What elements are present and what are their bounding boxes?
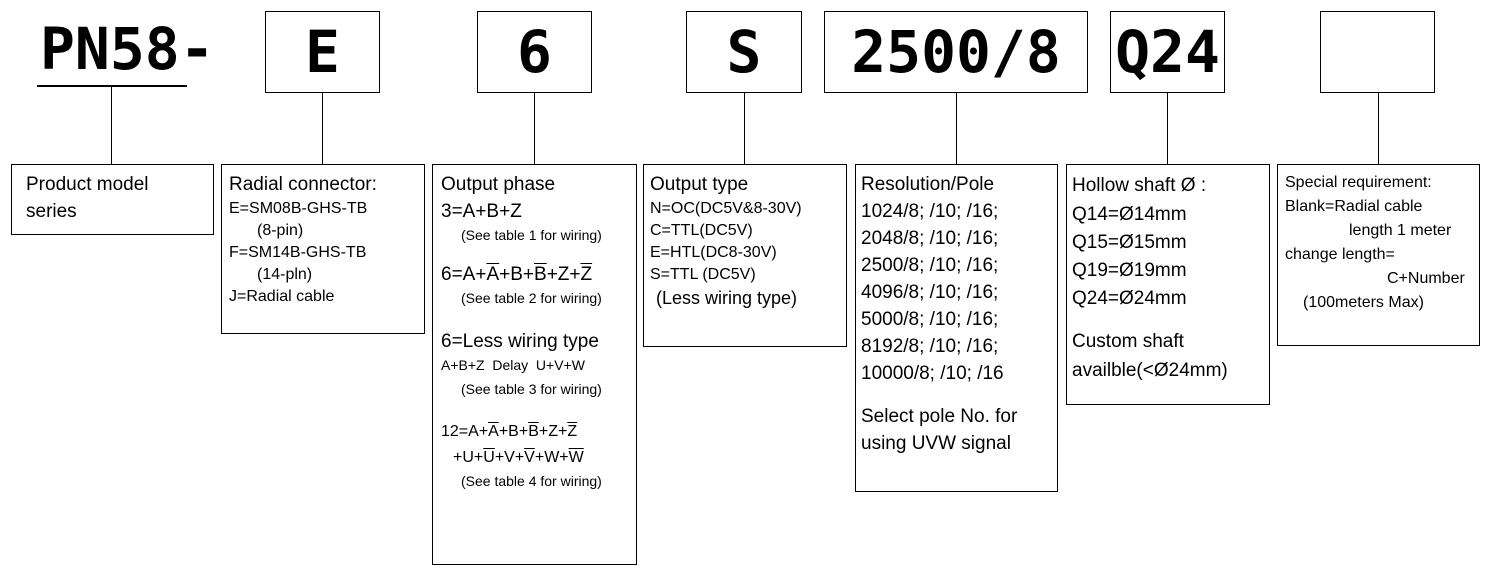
- resolution-item: 10000/8; /10; /16: [861, 363, 1004, 384]
- shaft-item: Q19=Ø19mm: [1072, 260, 1187, 281]
- connector-j: J=Radial cable: [229, 288, 335, 305]
- phase-note2: (See table 2 for wiring): [461, 290, 602, 306]
- phase-opt6: 6=A+A+B+B+Z+Z: [441, 264, 593, 285]
- special-change: change length=: [1285, 246, 1395, 263]
- phase-note1: (See table 1 for wiring): [461, 227, 602, 243]
- connector-line-resolution: [956, 93, 957, 164]
- resolution-box: Resolution/Pole 1024/8; /10; /16; 2048/8…: [855, 164, 1058, 492]
- connector-line-shaft: [1167, 93, 1168, 164]
- output-type-n: N=OC(DC5V&8-30V): [650, 200, 802, 217]
- phase-opt3: 3=A+B+Z: [441, 201, 522, 222]
- model-prefix: PN58-: [40, 15, 215, 83]
- special-length: length 1 meter: [1349, 222, 1452, 239]
- resolution-item: 4096/8; /10; /16;: [861, 282, 999, 303]
- phase-title: Output phase: [441, 174, 556, 195]
- resolution-item: 2500/8; /10; /16;: [861, 255, 999, 276]
- output-type-title: Output type: [650, 174, 749, 195]
- output-type-e: E=HTL(DC8-30V): [650, 244, 777, 261]
- phase-opt12-b: +U+U+V+V+W+W: [453, 449, 584, 466]
- code-box-output-type: S: [686, 11, 802, 93]
- resolution-note-1: Select pole No. for: [861, 406, 1018, 427]
- connector-line-output-type: [744, 93, 745, 164]
- phase-opt6-less: 6=Less wiring type: [441, 331, 599, 352]
- resolution-item: 5000/8; /10; /16;: [861, 309, 999, 330]
- code-box-output-phase: 6: [477, 11, 592, 93]
- phase-note4: (See table 4 for wiring): [461, 473, 602, 489]
- shaft-item: Q14=Ø14mm: [1072, 204, 1187, 225]
- special-title: Special requirement:: [1285, 174, 1432, 191]
- series-box: Product model series: [11, 164, 214, 235]
- connector-line-phase: [534, 93, 535, 164]
- special-number: C+Number: [1387, 270, 1465, 287]
- output-type-s: S=TTL (DC5V): [650, 266, 756, 283]
- connector-line-connector: [322, 93, 323, 164]
- connector-title: Radial connector:: [229, 174, 377, 195]
- shaft-item: Q24=Ø24mm: [1072, 288, 1187, 309]
- shaft-box: Hollow shaft Ø : Q14=Ø14mm Q15=Ø15mm Q19…: [1066, 164, 1270, 405]
- resolution-item: 1024/8; /10; /16;: [861, 201, 999, 222]
- connector-e-pins: (8-pin): [257, 222, 304, 239]
- connector-line-series: [111, 86, 112, 164]
- code-box-special: [1320, 11, 1435, 93]
- special-box: Special requirement: Blank=Radial cable …: [1277, 164, 1480, 346]
- resolution-item: 2048/8; /10; /16;: [861, 228, 999, 249]
- connector-line-special: [1378, 93, 1379, 164]
- phase-delay: A+B+Z Delay U+V+W: [441, 357, 585, 373]
- connector-box: Radial connector: E=SM08B-GHS-TB (8-pin)…: [221, 164, 425, 334]
- phase-note3: (See table 3 for wiring): [461, 381, 602, 397]
- resolution-title: Resolution/Pole: [861, 174, 995, 195]
- output-type-less: (Less wiring type): [656, 288, 798, 308]
- shaft-title: Hollow shaft Ø :: [1072, 175, 1207, 196]
- code-box-connector: E: [265, 11, 380, 93]
- connector-f: F=SM14B-GHS-TB: [229, 244, 367, 261]
- special-blank: Blank=Radial cable: [1285, 198, 1423, 215]
- connector-f-pins: (14-pln): [257, 266, 313, 283]
- output-type-box: Output type N=OC(DC5V&8-30V) C=TTL(DC5V)…: [643, 164, 847, 347]
- series-line-1: Product model: [26, 174, 149, 195]
- phase-opt12-a: 12=A+A+B+B+Z+Z: [441, 423, 578, 440]
- code-box-shaft: Q24: [1110, 11, 1225, 93]
- resolution-item: 8192/8; /10; /16;: [861, 336, 999, 357]
- prefix-underline: [37, 85, 187, 87]
- series-line-2: series: [26, 201, 77, 222]
- resolution-note-2: using UVW signal: [861, 433, 1011, 454]
- shaft-item: Q15=Ø15mm: [1072, 232, 1187, 253]
- special-max: (100meters Max): [1303, 294, 1424, 311]
- shaft-custom-2: availble(<Ø24mm): [1072, 360, 1228, 381]
- output-phase-box: Output phase 3=A+B+Z (See table 1 for wi…: [432, 164, 637, 565]
- output-type-c: C=TTL(DC5V): [650, 222, 753, 239]
- code-box-resolution: 2500/8: [824, 11, 1088, 93]
- connector-e: E=SM08B-GHS-TB: [229, 200, 368, 217]
- shaft-custom-1: Custom shaft: [1072, 331, 1184, 352]
